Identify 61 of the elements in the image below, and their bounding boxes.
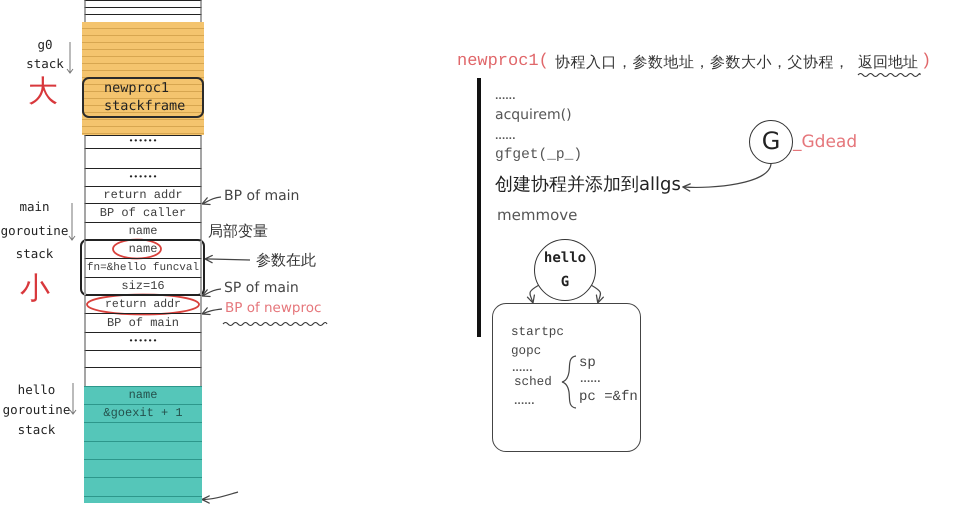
field-label: ......	[580, 375, 601, 385]
stack-slot: BP of caller	[84, 203, 202, 222]
curved-arrow	[592, 284, 604, 304]
code-line: memmove	[497, 205, 578, 225]
stack-region	[84, 386, 202, 503]
curved-arrow	[526, 284, 539, 304]
code-line: ......	[495, 91, 516, 103]
size-annotation: 小	[20, 273, 50, 305]
annotation-text: 局部变量	[208, 221, 268, 241]
stack-slot: name	[84, 222, 202, 240]
pointer-label: BP of newproc	[225, 299, 322, 317]
field-label: pc =&fn	[579, 389, 638, 405]
leader-arrow	[201, 307, 222, 316]
pointer-label: BP of main	[224, 187, 300, 205]
stack-slot: return addr	[84, 295, 202, 313]
stack-slot	[84, 0, 202, 7]
stack-frame-box: newproc1 stackframe	[82, 77, 204, 118]
argument-box	[80, 239, 205, 296]
circle-node: G	[749, 120, 793, 164]
stack-slot: BP of main	[84, 313, 202, 332]
code-line: 创建协程并添加到allgs	[495, 174, 681, 196]
leader-arrow	[204, 254, 250, 264]
underlined-parameter: 返回地址	[858, 52, 918, 72]
stack-slot: siz=16	[84, 277, 202, 295]
state-label: _Gdead	[793, 131, 858, 153]
field-label: gopc	[511, 343, 542, 359]
code-line: gfget(_p_)	[495, 146, 582, 164]
rounded-box	[492, 303, 641, 452]
size-annotation: 大	[28, 76, 58, 108]
circle-node: hello G	[534, 239, 596, 301]
field-label: sp	[579, 355, 596, 371]
pointer-label: SP of main	[224, 279, 299, 297]
closing-paren: )	[921, 52, 932, 72]
stack-slot: name	[84, 240, 202, 258]
stack-slot: return addr	[84, 186, 202, 203]
stack-slot: fn=&hello funcval	[84, 258, 202, 277]
field-label: ......	[514, 397, 535, 407]
stack-slot: name	[84, 386, 202, 404]
stack-slot: ••••••	[84, 135, 202, 148]
arrow	[201, 491, 238, 504]
stack-caption: main goroutine stack	[0, 198, 69, 263]
parameter-list: 协程入口，参数地址，参数大小，父协程，	[555, 52, 850, 72]
stack-region	[82, 22, 204, 135]
stack-slot: ••••••	[84, 332, 202, 350]
stack-slot: &goexit + 1	[84, 404, 202, 422]
stack-caption: hello goroutine stack	[2, 381, 71, 439]
function-name: newproc1(	[457, 52, 549, 72]
stack-slot	[84, 7, 202, 14]
pointer-label: 参数在此	[256, 250, 316, 270]
stack-slot	[84, 350, 202, 367]
stack-slot: ••••••	[84, 168, 202, 186]
leader-arrow	[201, 288, 222, 297]
curved-arrow	[682, 164, 772, 192]
code-line: ......	[495, 131, 516, 143]
stack-slot	[84, 148, 202, 168]
field-label: startpc	[511, 324, 564, 340]
code-line: acquirem()	[495, 106, 572, 124]
field-label: ......	[512, 364, 533, 374]
field-label: sched	[514, 374, 552, 390]
stack-caption: g0 stack	[25, 36, 65, 73]
leader-arrow	[201, 196, 222, 205]
